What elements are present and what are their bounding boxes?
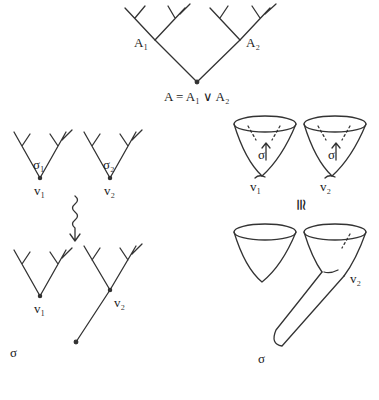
vertex-label: v₂ <box>350 272 361 285</box>
vertex-label: v₁ <box>250 180 261 193</box>
formula: A = A₁ ∨ A₂ <box>164 90 229 103</box>
tree-label: σ₂ <box>103 158 115 171</box>
tree-label: σ₁ <box>33 158 45 171</box>
cone-label: σ <box>258 148 265 161</box>
cone-label: σ <box>328 148 335 161</box>
vertex-label: v₁ <box>34 184 45 197</box>
vertex-label: v₁ <box>34 302 45 315</box>
tree-label: σ <box>10 346 17 359</box>
branch-label: A₁ <box>134 36 148 49</box>
vertex-label: v₂ <box>114 296 125 309</box>
cones-bottom <box>234 224 366 346</box>
vertex-label: v₂ <box>104 184 115 197</box>
vertex-label: v₂ <box>320 180 331 193</box>
cones-top <box>234 116 366 178</box>
bottom-trees <box>14 244 142 344</box>
tree-label: σ <box>258 352 265 365</box>
middle-trees <box>14 130 142 241</box>
branch-label: A₂ <box>246 36 260 49</box>
iso-symbol: ≅ <box>293 198 309 211</box>
top-tree <box>125 4 276 84</box>
